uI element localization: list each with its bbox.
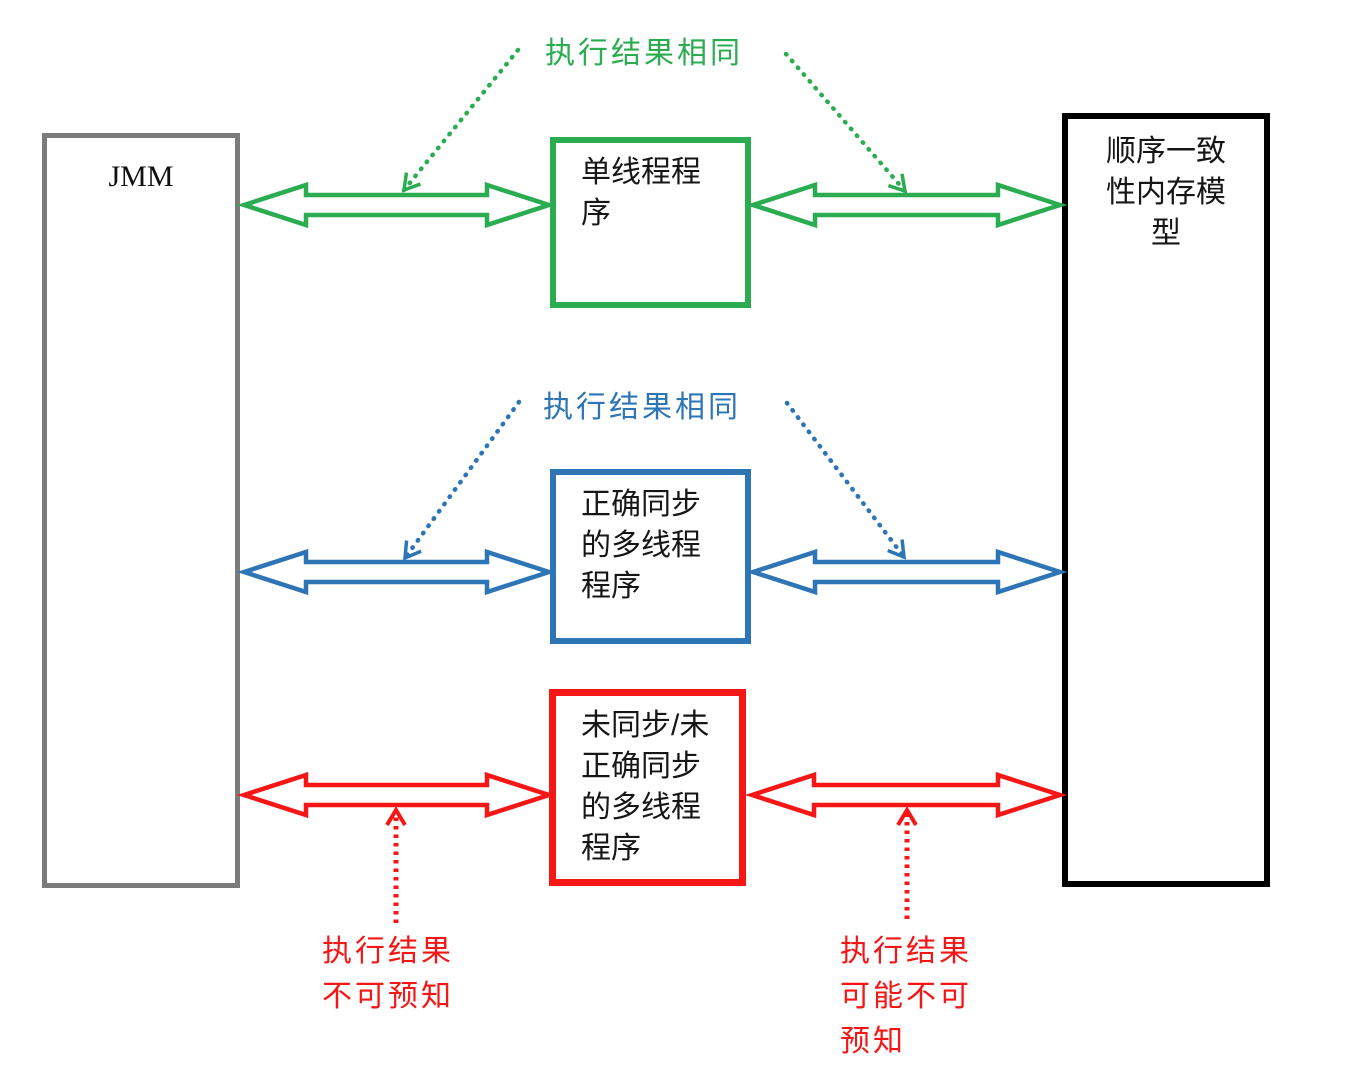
green-same-result-annotation: 执行结果相同 (545, 37, 743, 70)
blue-left-dotted-arrow (402, 399, 522, 561)
correctly-synced-program-label: 正确同步的多线程程序 (581, 488, 701, 603)
green-right-dotted-arrow (783, 51, 908, 194)
unsynced-program-box: 未同步/未正确同步的多线程程序 (549, 689, 746, 886)
blue-left-double-arrow (236, 548, 557, 596)
single-thread-program-box: 单线程程序 (550, 137, 751, 308)
single-thread-program-label: 单线程程序 (581, 156, 701, 230)
jmm-box: JMM (42, 133, 240, 888)
green-left-dotted-arrow (401, 47, 521, 193)
unsynced-program-label: 未同步/未正确同步的多线程程序 (581, 709, 710, 865)
blue-right-double-arrow (745, 548, 1068, 596)
green-left-double-arrow (236, 181, 557, 229)
red-right-double-arrow (744, 771, 1068, 819)
correctly-synced-program-box: 正确同步的多线程程序 (550, 469, 751, 644)
green-right-double-arrow (745, 181, 1068, 229)
sequential-consistency-model-box: 顺序一致性内存模型 (1062, 113, 1270, 887)
blue-same-result-annotation: 执行结果相同 (543, 391, 741, 424)
red-left-double-arrow (236, 771, 557, 819)
sequential-consistency-model-label: 顺序一致性内存模型 (1106, 135, 1226, 250)
red-maybe-unpredictable-annotation: 执行结果 可能不可 预知 (840, 935, 972, 1058)
jmm-label: JMM (108, 160, 174, 193)
red-unpredictable-annotation: 执行结果 不可预知 (322, 935, 454, 1013)
blue-right-dotted-arrow (784, 400, 907, 560)
